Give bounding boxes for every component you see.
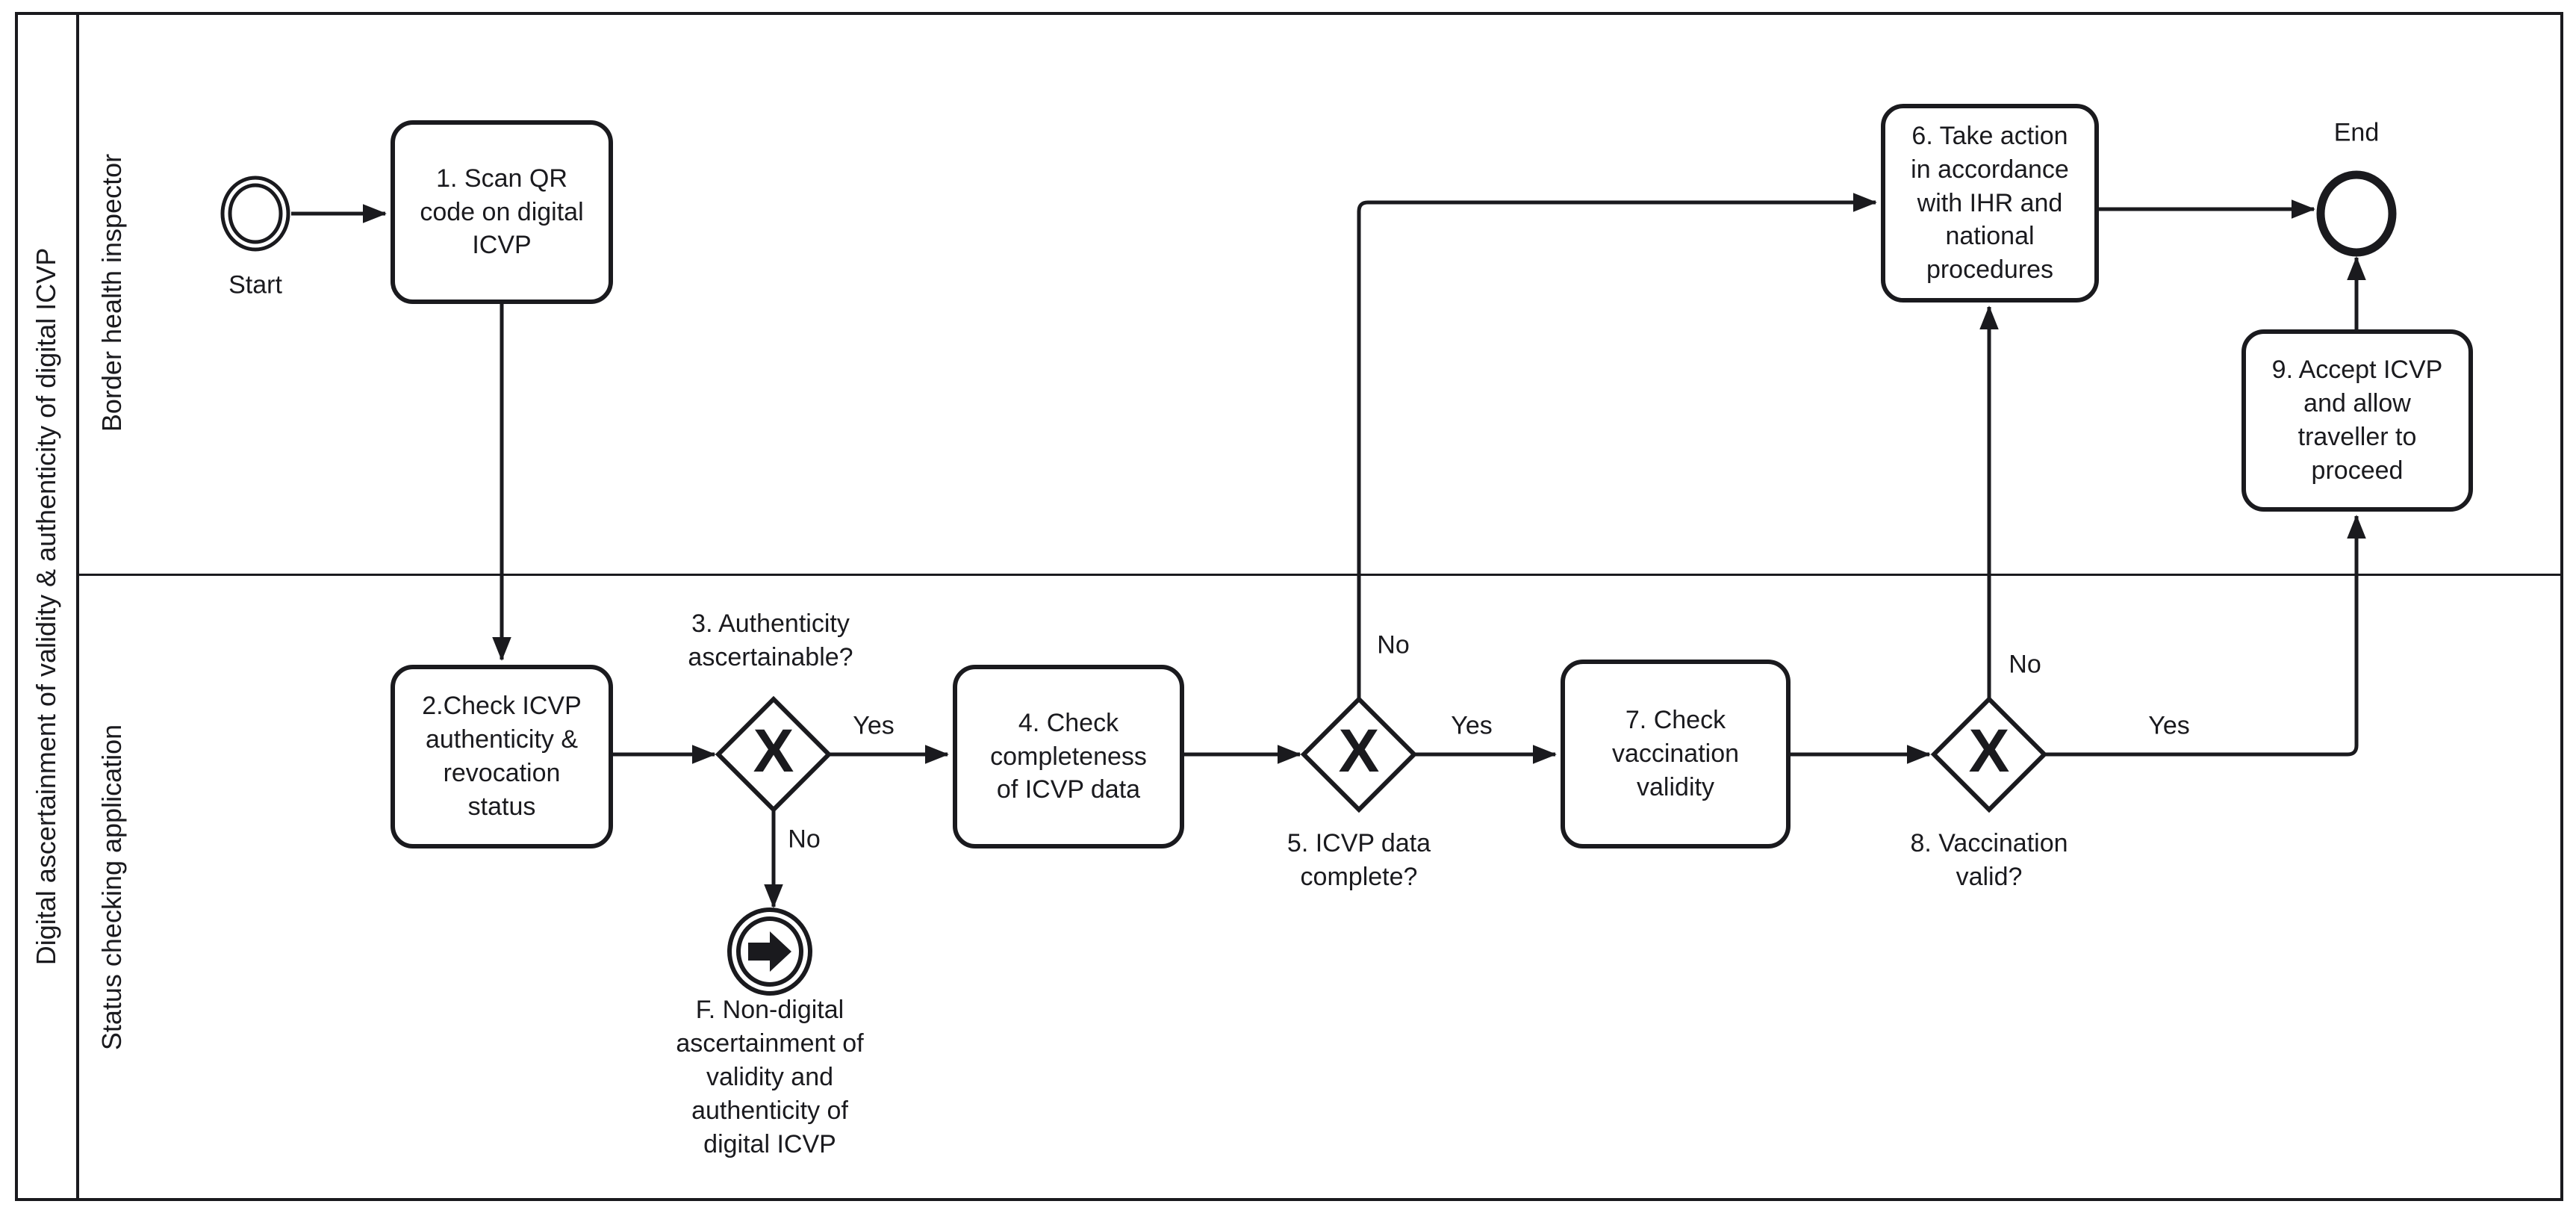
gateway5-diamond <box>1300 695 1418 813</box>
gateway8-label: 8. Vaccination valid? <box>1910 829 2068 891</box>
start-event-label: Start <box>228 270 282 300</box>
gateway3-label: 3. Authenticity ascertainable? <box>688 609 853 671</box>
link-event-label: F. Non-digital ascertainment of validity… <box>676 995 864 1158</box>
flow-gw5-no-to-task6 <box>1357 193 1877 701</box>
flow-gw8-yes-to-task9 <box>2044 515 2366 757</box>
task-2-check-icvp-authenticity: 2.Check ICVP authenticity & revocation s… <box>391 665 613 848</box>
gw5-no-label: No <box>1377 630 1410 660</box>
gateway3-diamond <box>715 695 833 813</box>
gw3-yes-label: Yes <box>853 711 895 740</box>
task-7-check-vaccination-validity: 7. Check vaccination validity <box>1561 660 1791 848</box>
end-event-icon <box>2316 170 2397 257</box>
end-event-label: End <box>2333 118 2380 147</box>
gateway5-x-marker: X <box>1338 717 1380 786</box>
gw8-yes-label: Yes <box>2148 711 2190 740</box>
link-event-icon <box>727 908 812 996</box>
task-6-take-action-ihr: 6. Take action in accordance with IHR an… <box>1881 104 2099 302</box>
task-9-accept-icvp: 9. Accept ICVP and allow traveller to pr… <box>2241 329 2473 512</box>
gw3-no-label: No <box>788 825 821 854</box>
gateway8-x-marker: X <box>1968 717 2010 786</box>
task-4-check-completeness: 4. Check completeness of ICVP data <box>953 665 1184 848</box>
task-1-scan-qr-code: 1. Scan QR code on digital ICVP <box>391 120 613 304</box>
gw5-yes-label: Yes <box>1451 711 1493 740</box>
gw8-no-label: No <box>2009 650 2041 679</box>
gateway3-x-marker: X <box>753 717 794 786</box>
pool-title-strip <box>15 12 79 1201</box>
start-event-icon <box>220 176 290 252</box>
gateway8-diamond <box>1930 695 2048 813</box>
gateway5-label: 5. ICVP data complete? <box>1287 829 1431 891</box>
lane-divider <box>79 574 2563 576</box>
